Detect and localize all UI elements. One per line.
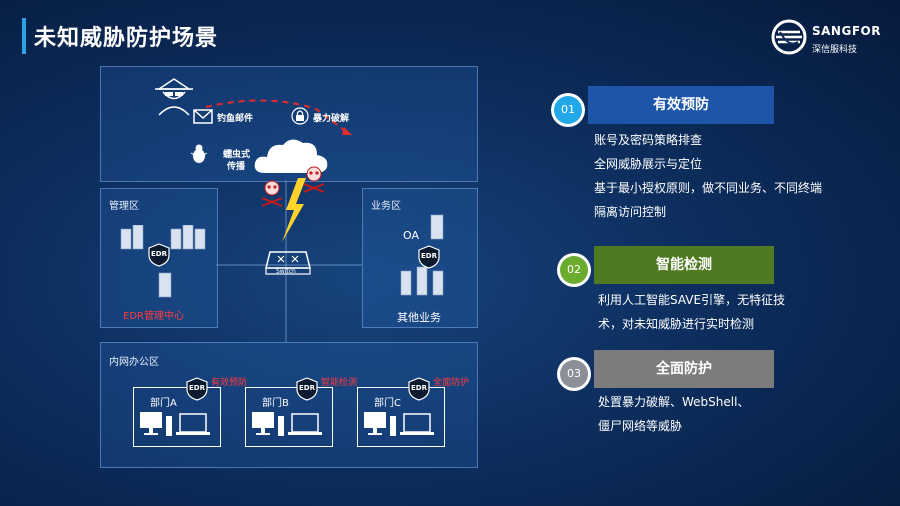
edr-label: EDR <box>411 384 427 392</box>
dept-tag: 全面防护 <box>433 378 470 388</box>
feature-02-number: 02 <box>560 256 588 284</box>
dept-name: 部门C <box>374 398 401 409</box>
feature-03-number: 03 <box>560 360 588 388</box>
edr-shield-dept-a: EDR <box>185 377 209 401</box>
attack-path-arrow <box>206 99 352 135</box>
hacker-icon <box>155 78 193 116</box>
office-zone-label: 内网办公区 <box>109 357 159 368</box>
edr-shield-mgmt: EDR <box>147 243 171 267</box>
brand-name-en: SANGFOR <box>812 24 881 38</box>
attack-lightning-skulls <box>261 166 325 242</box>
edr-label: EDR <box>189 384 205 392</box>
sangfor-logo: SANGFOR 深信服科技 <box>770 18 882 62</box>
bug-icon <box>190 144 208 163</box>
mgmt-zone-label: 管理区 <box>109 201 139 212</box>
feature-line: 全网威胁展示与定位 <box>594 157 703 171</box>
threat-worm-label-2: 传播 <box>227 162 246 172</box>
skull-icon <box>261 180 283 207</box>
oa-label: OA <box>403 229 419 242</box>
threat-worm-label-1: 蠕虫式 <box>223 150 251 160</box>
edr-label: EDR <box>421 252 437 260</box>
dept-name: 部门A <box>150 398 177 409</box>
feature-02-card: 智能检测 <box>594 246 774 284</box>
dept-box: 部门B <box>245 387 333 447</box>
feature-line: 处置暴力破解、WebShell、 <box>598 395 750 409</box>
feature-line: 利用人工智能SAVE引擎，无特征技 <box>598 293 786 307</box>
edr-label: EDR <box>299 384 315 392</box>
computer-icon <box>252 412 322 436</box>
dept-box: 部门A <box>133 387 221 447</box>
computer-icon <box>140 412 210 436</box>
business-zone-panel: 业务区 OA EDR 其他业务 <box>362 188 478 328</box>
dept-tag: 有效预防 <box>211 378 248 388</box>
brand-name-cn: 深信服科技 <box>812 45 858 55</box>
mgmt-zone-panel: 管理区 EDR EDR管理中心 <box>100 188 218 328</box>
edr-shield-dept-c: EDR <box>407 377 431 401</box>
dept-box: 部门C <box>357 387 445 447</box>
edr-shield-business: EDR <box>417 245 441 269</box>
edr-label: EDR <box>151 250 167 258</box>
title-accent-bar <box>22 18 26 54</box>
other-business-label: 其他业务 <box>397 311 441 324</box>
feature-01-number: 01 <box>554 96 582 124</box>
mgmt-server-rack-icon <box>120 225 206 298</box>
business-server-icon <box>400 214 444 296</box>
cloud-icon <box>254 139 328 173</box>
feature-line: 术，对未知威胁进行实时检测 <box>598 317 755 331</box>
threat-phishing-label: 钓鱼邮件 <box>217 114 254 124</box>
lightning-icon <box>282 178 306 242</box>
page-title: 未知威胁防护场景 <box>34 26 219 51</box>
internet-panel: 钓鱼邮件 暴力破解 蠕虫式 传播 <box>100 66 478 182</box>
dept-name: 部门B <box>262 398 289 409</box>
feature-03-desc: 处置暴力破解、WebShell、 僵尸网络等威胁 <box>598 390 749 438</box>
feature-01-card: 有效预防 <box>588 86 774 124</box>
lock-icon <box>291 107 309 125</box>
feature-line: 隔离访问控制 <box>594 205 667 219</box>
threat-bruteforce-label: 暴力破解 <box>313 114 350 124</box>
feature-01-desc: 账号及密码策略排查 全网威胁展示与定位 基于最小授权原则，做不同业务、不同终端 … <box>594 128 822 224</box>
business-zone-label: 业务区 <box>371 201 401 212</box>
skull-icon <box>303 166 325 193</box>
mail-icon <box>193 109 213 124</box>
edr-shield-dept-b: EDR <box>295 377 319 401</box>
office-zone-panel: 内网办公区 部门A EDR 有效预防 部门B EDR 智能检测 部门C <box>100 342 478 468</box>
switch-label: Switch <box>276 268 296 275</box>
switch-icon <box>265 251 311 275</box>
feature-03-card: 全面防护 <box>594 350 774 388</box>
feature-line: 账号及密码策略排查 <box>594 133 703 147</box>
dept-tag: 智能检测 <box>321 378 358 388</box>
edr-center-label: EDR管理中心 <box>123 311 184 322</box>
computer-icon <box>364 412 434 436</box>
feature-02-desc: 利用人工智能SAVE引擎，无特征技 术，对未知威胁进行实时检测 <box>598 288 785 336</box>
sangfor-logo-icon <box>771 19 807 55</box>
feature-line: 僵尸网络等威胁 <box>598 419 683 433</box>
feature-line: 基于最小授权原则，做不同业务、不同终端 <box>594 181 823 195</box>
